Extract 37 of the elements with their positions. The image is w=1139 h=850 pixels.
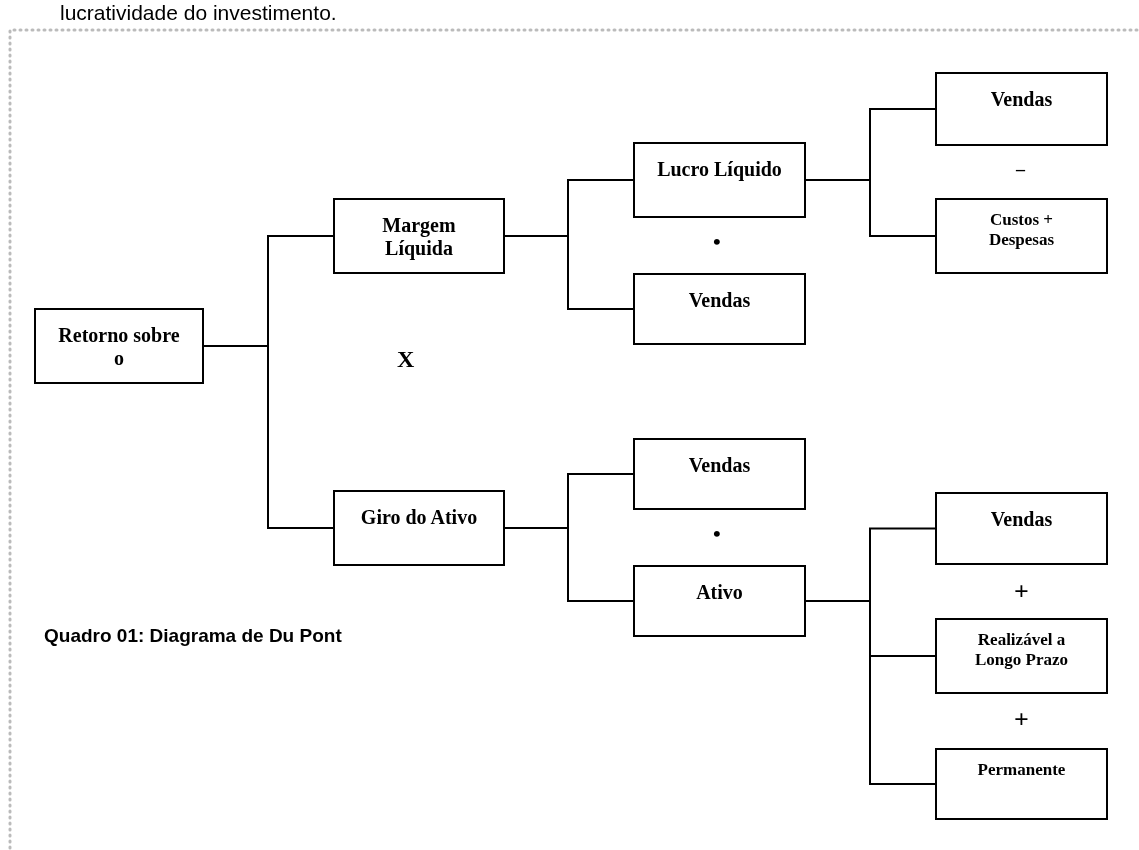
process-box (935, 618, 1108, 694)
connector-line (203, 345, 334, 529)
box-label: Ativo (696, 581, 743, 604)
connector-line (805, 179, 936, 237)
box-label: Vendas (688, 289, 751, 312)
box-label: Retorno sobre o (57, 324, 181, 370)
operator-label: + (1014, 706, 1029, 735)
operator-label: + (1014, 578, 1029, 607)
process-box (935, 198, 1108, 274)
operator-label: • (713, 522, 721, 547)
box-label: Margem Líquida (381, 214, 457, 260)
process-box (935, 492, 1108, 565)
process-box (633, 142, 806, 218)
process-box (633, 273, 806, 345)
intro-text: lucratividade do investimento. (60, 1, 337, 25)
box-label: Custos + Despesas (987, 210, 1056, 250)
operator-label: – (1016, 160, 1025, 180)
connector-line (504, 235, 634, 310)
operator-label: • (713, 230, 721, 255)
operator-label: X (397, 346, 415, 373)
process-box (333, 490, 505, 566)
process-box (935, 72, 1108, 146)
process-box (935, 748, 1108, 820)
process-box (333, 198, 505, 274)
box-label: Realizável a Longo Prazo (974, 630, 1069, 670)
connector-line (805, 600, 936, 785)
box-label: Vendas (990, 508, 1053, 531)
process-box (34, 308, 204, 384)
box-label: Vendas (688, 454, 751, 477)
connector-line (504, 527, 634, 602)
process-box (633, 565, 806, 637)
process-box (633, 438, 806, 510)
box-label: Permanente (977, 760, 1066, 780)
box-label: Giro do Ativo (360, 506, 478, 529)
box-label: Vendas (990, 88, 1053, 111)
box-label: Lucro Líquido (657, 158, 782, 181)
figure-caption: Quadro 01: Diagrama de Du Pont (44, 626, 342, 647)
